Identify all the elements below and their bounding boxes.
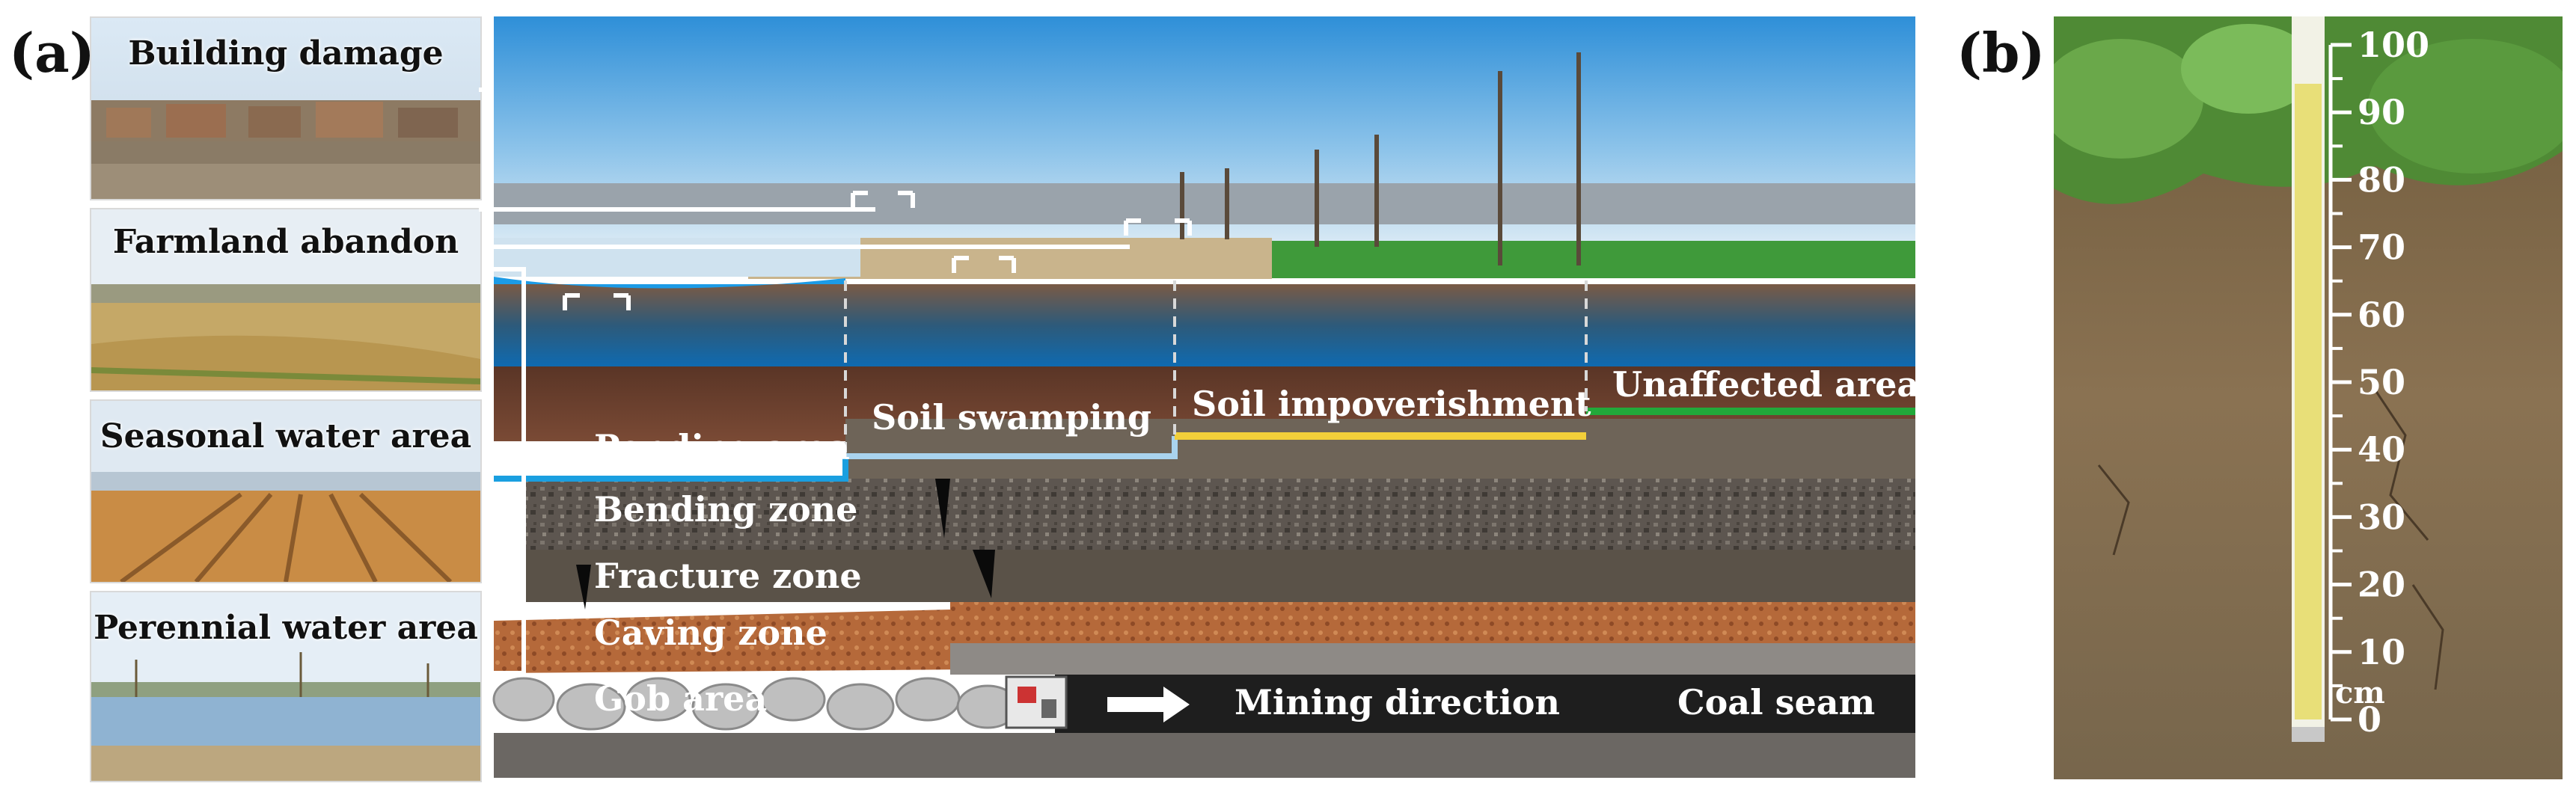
caving-rubble: [494, 610, 973, 673]
ponding-boundary-line: [494, 456, 848, 482]
gob-rubble: [492, 677, 1019, 731]
flooded-field: [494, 238, 860, 277]
ruler-tick-label: 40: [2358, 429, 2405, 470]
fracture-cracks: [576, 479, 995, 610]
floor-layer: [494, 733, 1915, 778]
thumbnail-label: Building damage: [128, 34, 444, 73]
ruler-tick-label: 60: [2358, 295, 2405, 335]
mining-direction-arrow-icon: [1107, 687, 1190, 722]
ruler-tick-label: 90: [2358, 92, 2405, 132]
thumbnail-building-damage: Building damage: [90, 16, 482, 200]
ruler-tick-label: 50: [2358, 362, 2405, 402]
dashed-zone-dividers: [844, 280, 1588, 456]
thumbnail-label: Seasonal water area: [100, 417, 472, 455]
thumbnail-perennial-water-area: Perennial water area: [90, 591, 482, 782]
thumbnail-photo: [91, 18, 480, 199]
ruler-tick-label: 80: [2358, 159, 2405, 200]
label-soil-impoverishment: Soil impoverishment: [1192, 384, 1591, 424]
panel-a-label: (a): [9, 21, 95, 85]
thumbnail-seasonal-water-area: Seasonal water area: [90, 399, 482, 583]
label-caving-zone: Caving zone: [594, 613, 827, 653]
panel-b-label: (b): [1957, 21, 2046, 85]
bending-zone-layer: [524, 479, 1915, 550]
label-bending-zone: Bending zone: [594, 489, 857, 530]
subsidence-cross-section: Ponding area Soil swamping Soil impoveri…: [479, 16, 1919, 778]
shearer-machine-icon: [1005, 675, 1068, 729]
ruler-tick-label: 10: [2358, 632, 2405, 672]
trees: [1180, 52, 1581, 266]
label-unaffected-area: Unaffected area: [1612, 364, 1919, 405]
soil-water-layer: [494, 284, 1915, 366]
label-ponding-area: Ponding area: [594, 427, 850, 467]
soil-cracks: [2097, 390, 2444, 690]
horizon-village: [494, 183, 1915, 224]
thumbnail-farmland-abandon: Farmland abandon: [90, 208, 482, 392]
focus-brackets: [563, 191, 1192, 310]
ruler-tick-label: 100: [2358, 25, 2429, 65]
caving-zone-layer: [950, 602, 1915, 643]
ruler-tick-label: 0: [2358, 699, 2381, 740]
fracture-zone-layer: [524, 550, 1915, 602]
label-fracture-zone: Fracture zone: [594, 556, 862, 596]
thumbnail-label: Perennial water area: [94, 609, 478, 647]
green-field: [1272, 241, 1915, 278]
label-gob-area: Gob area: [594, 678, 767, 719]
ruler-tick-label: 70: [2358, 227, 2405, 268]
surface-water-body: [494, 277, 845, 289]
grey-soil-layer: [845, 419, 1915, 479]
ruler-tick-label: 20: [2358, 565, 2405, 605]
connector-lines: [479, 88, 1130, 675]
label-soil-swamping: Soil swamping: [872, 397, 1151, 438]
measuring-ruler: [2292, 16, 2325, 742]
thumbnail-photo: [91, 592, 480, 781]
coal-seam-layer: [1055, 675, 1915, 733]
ruler-tick-label: 30: [2358, 497, 2405, 537]
label-coal-seam: Coal seam: [1677, 682, 1875, 722]
ruler-unit-label: cm: [2335, 675, 2385, 710]
swamping-boundary-line: [845, 436, 1178, 459]
thumbnail-photo: [91, 401, 480, 582]
grey-band: [950, 643, 1915, 675]
label-mining-direction: Mining direction: [1235, 682, 1560, 722]
thumbnail-photo: [91, 209, 480, 390]
thumbnail-label: Farmland abandon: [112, 223, 459, 261]
